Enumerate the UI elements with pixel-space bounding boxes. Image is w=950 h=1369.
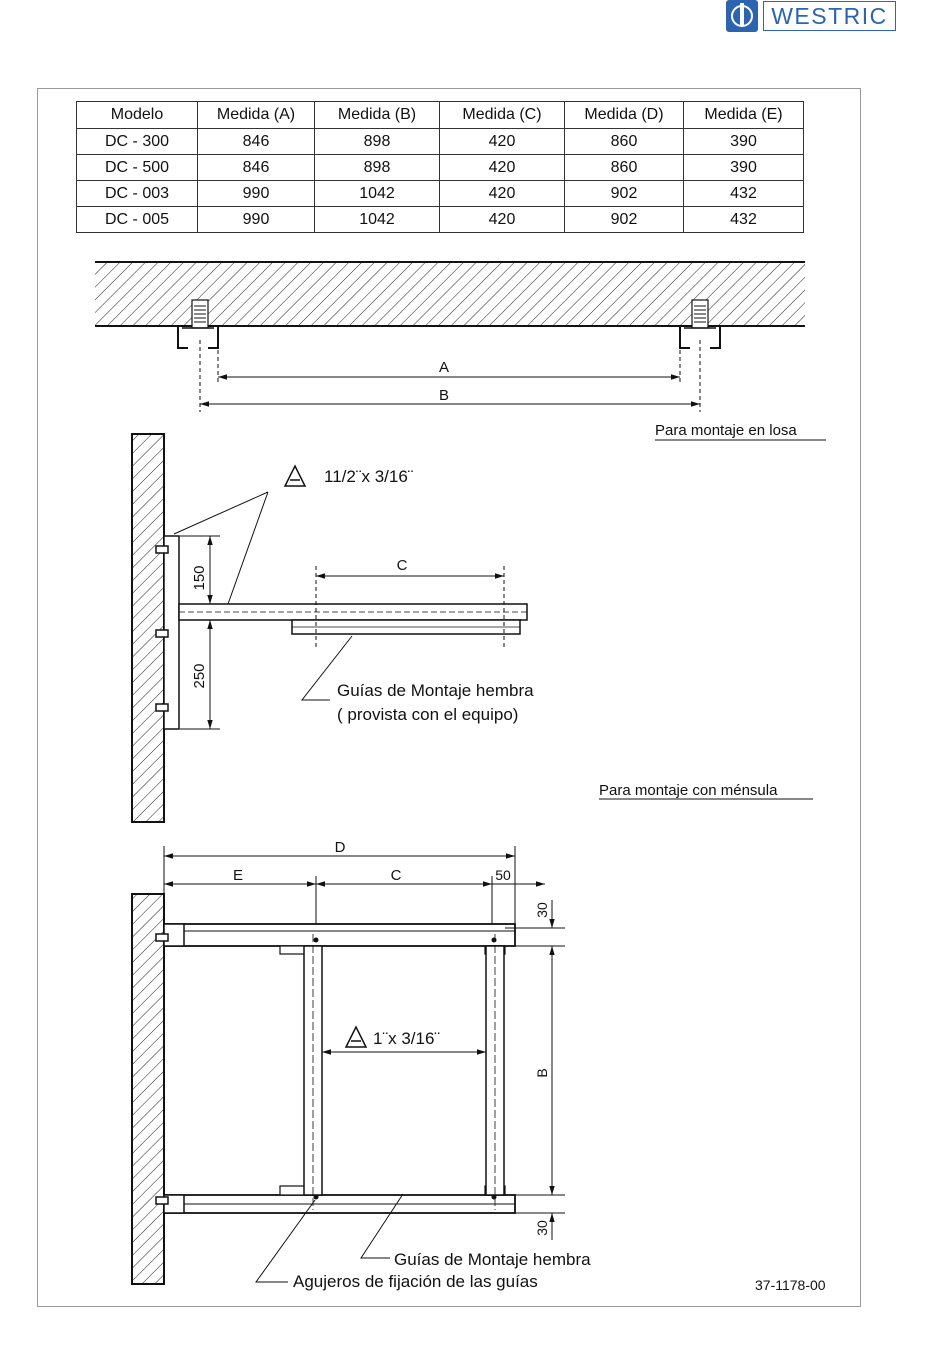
wall-section: [131, 433, 165, 823]
bracket-caption: Para montaje con ménsula: [599, 782, 778, 799]
table-cell: 990: [197, 206, 315, 233]
ceiling-slab: [95, 262, 805, 326]
fixing-holes: [313, 937, 497, 1200]
table-cell: 1042: [314, 206, 440, 233]
brand-name: WESTRIC: [763, 1, 896, 31]
plan-view: D E C 50: [131, 839, 591, 1291]
drawing-frame: [37, 88, 861, 1307]
bracket-weld-note: 11/2¨x 3/16¨: [324, 467, 413, 486]
table-cell: 390: [683, 154, 804, 181]
table-row: DC - 500 846 898 420 860 390: [76, 154, 804, 181]
plan-wall-section: [131, 893, 165, 1285]
plan-holes-note: Agujeros de fijación de las guías: [293, 1272, 538, 1291]
table-cell: 990: [197, 180, 315, 207]
table-row: DC - 300 846 898 420 860 390: [76, 128, 804, 155]
table-cell: 846: [197, 154, 315, 181]
table-cell: 420: [439, 154, 565, 181]
dimensions-table: Modelo Medida (A) Medida (B) Medida (C) …: [76, 101, 804, 233]
slab-label-a: A: [439, 359, 449, 376]
plan-label-d: D: [335, 839, 346, 856]
weld-symbol-icon: [283, 464, 307, 487]
table-row: DC - 005 990 1042 420 902 432: [76, 206, 804, 233]
table-cell: 846: [197, 128, 315, 155]
plan-weld-note: 1¨x 3/16¨: [373, 1029, 440, 1048]
table-cell: 432: [683, 206, 804, 233]
plan-rail-right: [485, 934, 505, 1210]
slab-caption: Para montaje en losa: [655, 422, 797, 439]
table-header: Medida (D): [564, 101, 684, 129]
table-cell: 420: [439, 128, 565, 155]
bracket-view: 150 250 C 11/2¨x 3/16¨ Guías de Montaje …: [131, 433, 813, 823]
plan-label-e: E: [233, 867, 243, 884]
table-header: Medida (A): [197, 101, 315, 129]
brand-logo: WESTRIC: [726, 0, 896, 32]
bracket-dim-150: 150: [191, 565, 208, 590]
plan-label-c: C: [391, 867, 402, 884]
slab-rail-right: [679, 299, 721, 349]
plan-weld-symbol-icon: [344, 1025, 368, 1048]
table-cell: 420: [439, 180, 565, 207]
slab-label-b: B: [439, 387, 449, 404]
plan-label-b: B: [534, 1068, 550, 1077]
table-cell: DC - 005: [76, 206, 198, 233]
bracket-rails-note-1: Guías de Montaje hembra: [337, 681, 534, 700]
drawing-number: 37-1178-00: [755, 1277, 826, 1293]
table-cell: 1042: [314, 180, 440, 207]
slab-rail-left: [177, 299, 219, 349]
plan-dim-30-top: 30: [534, 902, 550, 918]
plan-rails-note: Guías de Montaje hembra: [394, 1250, 591, 1269]
table-cell: 432: [683, 180, 804, 207]
bracket-label-c: C: [397, 557, 408, 574]
slab-view: A B Para montaje en losa: [95, 261, 826, 441]
plan-beam-bottom: [163, 1185, 516, 1214]
brand-mark-icon: [726, 0, 758, 32]
plan-dim-50: 50: [495, 867, 511, 883]
plan-rail-left: [303, 934, 323, 1210]
plan-dim-30-bottom: 30: [534, 1220, 550, 1236]
table-cell: 860: [564, 154, 684, 181]
bracket-dim-250: 250: [191, 663, 208, 688]
bracket-rails-note-2: ( provista con el equipo): [337, 705, 518, 724]
table-cell: 420: [439, 206, 565, 233]
table-cell: 902: [564, 206, 684, 233]
plan-beam-top: [163, 923, 516, 955]
